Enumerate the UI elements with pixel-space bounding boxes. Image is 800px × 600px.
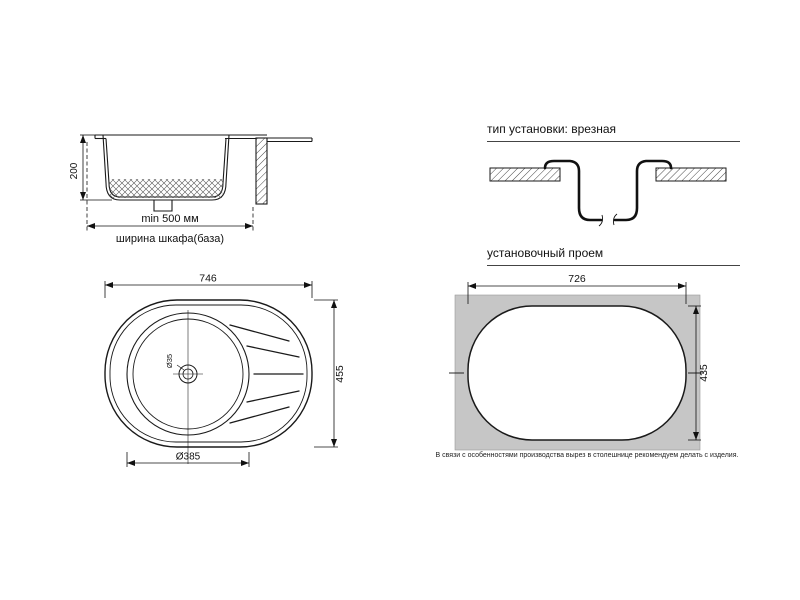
countertop-cut-sections bbox=[489, 167, 727, 182]
cutout-title: установочный проем bbox=[487, 246, 740, 266]
countertop-panel bbox=[449, 294, 703, 451]
dim-height-455: 455 bbox=[334, 365, 346, 383]
break-marks bbox=[598, 213, 618, 227]
dim-cutout-width-726: 726 bbox=[568, 273, 586, 285]
dim-drain-35: Ø35 bbox=[165, 354, 174, 368]
install-type-drawing bbox=[489, 159, 727, 227]
install-type-title: тип установки: врезная bbox=[487, 122, 740, 142]
dim-depth-label: 200 bbox=[69, 162, 80, 179]
drain-outlet bbox=[153, 200, 173, 212]
dim-min-width-label: min 500 мм bbox=[141, 213, 198, 225]
production-note: В связи с особенностями производства выр… bbox=[435, 452, 739, 459]
sink-section-outline bbox=[94, 134, 313, 212]
countertop-edge-section bbox=[255, 137, 268, 205]
cabinet-section-drawing: 200 min 500 мм ширина шкафа(база) bbox=[69, 134, 313, 245]
centerlines bbox=[173, 310, 203, 464]
sink-rim-profile bbox=[543, 159, 673, 222]
cutout-dimension-lines bbox=[467, 282, 701, 441]
sink-top-view-drawing: 746 455 Ø385 Ø35 bbox=[104, 273, 346, 467]
dim-cutout-height-435: 435 bbox=[698, 364, 710, 382]
cabinet-width-label: ширина шкафа(база) bbox=[116, 233, 224, 245]
cutout-drawing: 726 435 bbox=[449, 273, 710, 451]
bowl-bottom-hatch bbox=[109, 179, 223, 198]
dim-bowl-385: Ø385 bbox=[176, 452, 201, 463]
drainboard-grooves bbox=[229, 324, 304, 424]
cutout-opening bbox=[467, 305, 687, 441]
section-dimension-lines bbox=[80, 134, 254, 232]
top-view-dimension-lines bbox=[104, 281, 338, 467]
dim-width-746: 746 bbox=[199, 273, 217, 285]
